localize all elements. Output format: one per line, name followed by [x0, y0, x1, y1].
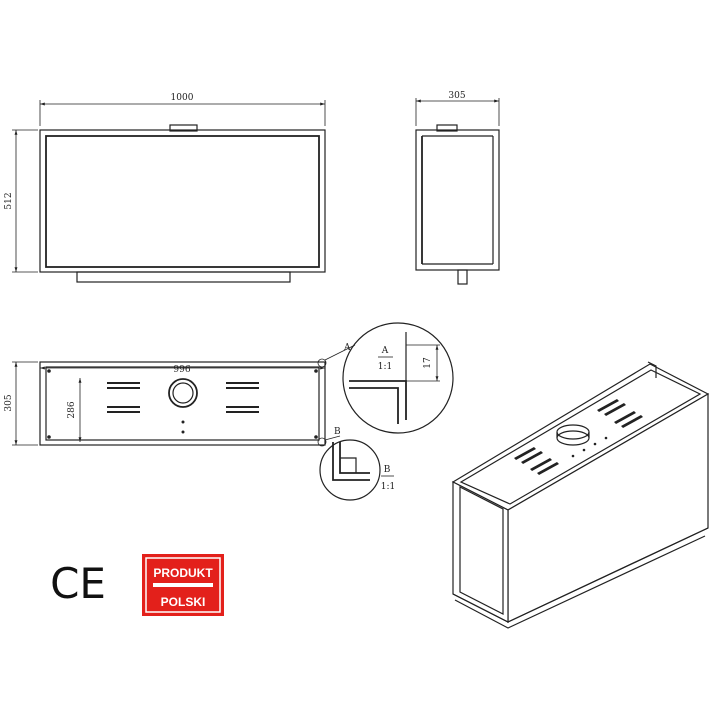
detail-a: A 1:1 17 [342, 322, 454, 434]
top-vent-slots [107, 382, 259, 413]
front-outer-frame [39, 129, 326, 273]
iso-vent-slots [514, 399, 643, 475]
top-depth-label: 305 [4, 394, 14, 411]
iso-flue-outlet [556, 430, 590, 446]
front-height-label: 512 [4, 192, 14, 209]
detail-a-callout: A [343, 343, 351, 353]
top-outer-frame [39, 361, 326, 446]
badge-line1: PRODUKT [153, 566, 213, 580]
top-width-label: 996 [173, 365, 190, 375]
front-flue-collar [169, 124, 198, 132]
detail-b: B 1:1 [319, 439, 395, 501]
detail-b-circle [319, 439, 381, 501]
iso-side-glass [459, 486, 504, 615]
badge-line2: POLSKI [161, 595, 206, 609]
isometric-view [451, 361, 710, 629]
badge-divider [153, 583, 213, 587]
produkt-polski-badge: PRODUKT POLSKI [142, 554, 224, 616]
top-inner-depth-label: 286 [67, 401, 77, 418]
side-flue-collar [436, 124, 458, 132]
side-depth-label: 305 [448, 91, 465, 101]
front-width-label: 1000 [171, 93, 194, 103]
side-view: 305 [415, 91, 500, 285]
detail-a-marker [317, 358, 327, 368]
top-inner-frame [45, 366, 320, 441]
detail-a-title: A [381, 346, 389, 356]
detail-b-marker [317, 437, 327, 447]
top-flue-outlet [168, 378, 198, 408]
detail-b-callout: B [334, 427, 341, 437]
ce-mark: CE [50, 559, 106, 608]
front-glass-opening [45, 135, 320, 268]
side-bottom-spigot [457, 269, 468, 285]
side-outer-frame [415, 129, 500, 271]
front-view: 1000 512 [4, 93, 326, 283]
front-base-plinth [76, 271, 291, 283]
detail-a-scale: 1:1 [378, 362, 392, 372]
detail-b-scale: 1:1 [381, 482, 395, 492]
detail-a-circle [342, 322, 454, 434]
detail-b-title: B [384, 465, 391, 475]
detail-a-dimension: 17 [423, 357, 433, 369]
top-mounting-holes [47, 369, 318, 439]
top-view: 996 305 286 A [4, 343, 356, 447]
